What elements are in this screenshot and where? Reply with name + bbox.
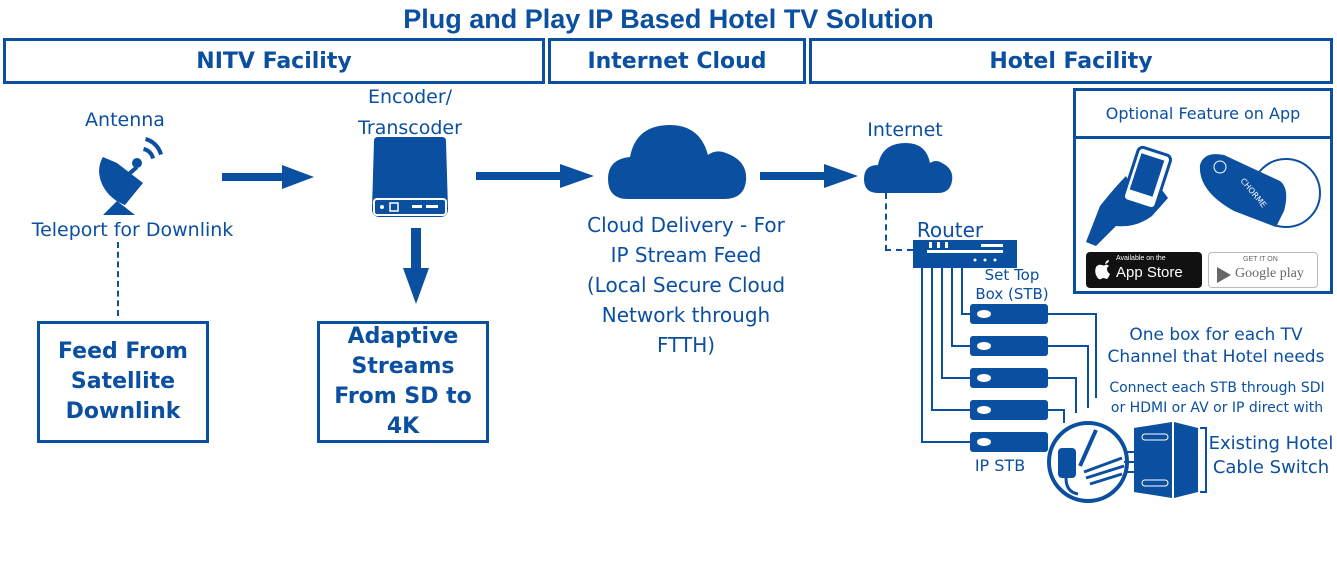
arrow-down-icon [403,228,429,304]
one-box-note: One box for each TV Channel that Hotel n… [1092,324,1337,368]
cable-switch-icon [1124,422,1207,498]
one-box-line2: Channel that Hotel needs [1107,347,1325,367]
cloud-line3: (Local Secure Cloud [586,273,786,297]
cloud-line2: IP Stream Feed [610,243,762,267]
arrow-right-icon [476,164,594,188]
cable-connector-icon [1047,421,1129,503]
section-nitv-facility: NITV Facility [3,38,545,84]
switch-label-line2: Cable Switch [1212,457,1330,478]
play-triangle-icon [1217,267,1231,283]
router-icon [913,240,1017,268]
ip-stb-label: IP STB [974,456,1026,475]
stb-label-line2: Box (STB) [975,285,1049,303]
app-store-big-text: App Store [1116,264,1183,281]
stb-label-line1: Set Top [984,266,1040,284]
router-label: Router [916,218,984,242]
cloud-icon [608,125,747,199]
chromecast-dongle-icon: CHORME [1199,154,1321,228]
section-internet-cloud: Internet Cloud [548,38,806,84]
app-feature-title: Optional Feature on App [1076,91,1330,139]
switch-label-line1: Existing Hotel [1208,433,1334,454]
satellite-line3: Downlink [65,399,181,424]
apple-logo-icon [1095,260,1110,280]
connect-line2: or HDMI or AV or IP direct with [1110,400,1324,416]
arrow-right-icon [222,165,314,189]
dashed-connector [885,193,913,251]
cloud-icon [864,143,953,193]
connect-note: Connect each STB through SDI or HDMI or … [1094,378,1337,418]
google-play-small-text: GET IT ON [1243,256,1278,263]
cloud-line5: FTTH) [656,333,716,357]
connect-line1: Connect each STB through SDI [1109,380,1325,396]
adaptive-line3: From SD to [334,384,472,409]
optional-app-feature-panel: Optional Feature on App CHORME Available… [1073,88,1333,294]
cloud-line4: Network through [601,303,771,327]
stb-stack [921,268,1097,452]
dashed-connector [117,242,119,316]
adaptive-line1: Adaptive [347,324,459,349]
satellite-line1: Feed From [58,339,188,364]
google-play-badge[interactable]: GET IT ON Google play [1208,252,1318,288]
encoder-device-icon [372,137,448,217]
antenna-label: Antenna [85,109,165,131]
app-store-small-text: Available on the [1116,255,1166,262]
satellite-feed-box: Feed From Satellite Downlink [37,321,209,443]
antenna-sublabel: Teleport for Downlink [31,219,234,241]
arrow-right-icon [760,164,858,188]
switch-label: Existing Hotel Cable Switch [1206,432,1336,480]
internet-label: Internet [867,119,943,141]
google-play-big-text: Google play [1235,266,1304,281]
diagram-title: Plug and Play IP Based Hotel TV Solution [403,4,934,34]
app-store-badge[interactable]: Available on the App Store [1086,252,1202,288]
section-hotel-facility: Hotel Facility [809,38,1333,84]
adaptive-line4: 4K [386,414,420,439]
satellite-dish-icon [99,137,163,215]
hand-phone-icon [1086,145,1173,246]
satellite-line2: Satellite [70,369,176,394]
encoder-label-line1: Encoder/ [367,86,453,108]
adaptive-line2: Streams [351,354,455,379]
cloud-delivery-description: Cloud Delivery - For IP Stream Feed (Loc… [556,210,816,360]
cloud-line1: Cloud Delivery - For [587,213,785,237]
encoder-label-line2: Transcoder [358,117,462,139]
adaptive-streams-box: Adaptive Streams From SD to 4K [317,321,489,443]
one-box-line1: One box for each TV [1129,325,1303,345]
stb-label: Set Top Box (STB) [962,266,1062,304]
